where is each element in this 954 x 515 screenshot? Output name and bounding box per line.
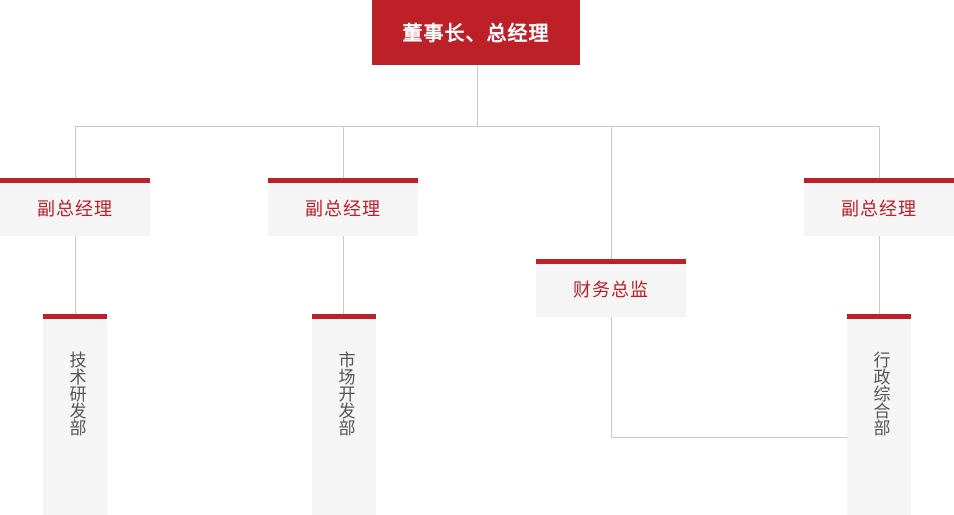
node-cfo[interactable]: 财务总监 (536, 259, 686, 317)
connector-bus-to-deputy-gm-3 (879, 126, 880, 178)
node-deputy-gm-3[interactable]: 副总经理 (804, 178, 954, 236)
node-dept-admin[interactable]: 行政综合部 (847, 314, 911, 515)
node-dept-rd[interactable]: 技术研发部 (43, 314, 107, 515)
connector-deputy-gm-1-to-dept-rd (75, 236, 76, 314)
connector-chairman-trunk (477, 65, 478, 126)
connector-bus-to-deputy-gm-1 (75, 126, 76, 178)
connector-bus-to-deputy-gm-2 (343, 126, 344, 178)
connector-deputy-gm-3-to-dept-admin (879, 236, 880, 314)
connector-cfo-elbow-vertical (611, 317, 612, 437)
node-cfo-label: 财务总监 (573, 279, 649, 301)
node-dept-admin-label: 行政综合部 (869, 351, 890, 436)
node-chairman[interactable]: 董事长、总经理 (372, 0, 580, 65)
node-deputy-gm-1-label: 副总经理 (37, 198, 113, 220)
node-dept-market[interactable]: 市场开发部 (312, 314, 376, 515)
node-deputy-gm-2-label: 副总经理 (305, 198, 381, 220)
connector-bus-to-cfo (611, 126, 612, 259)
node-deputy-gm-3-label: 副总经理 (841, 198, 917, 220)
node-chairman-label: 董事长、总经理 (402, 20, 550, 45)
node-dept-rd-label: 技术研发部 (65, 351, 86, 436)
node-deputy-gm-1[interactable]: 副总经理 (0, 178, 150, 236)
connector-cfo-elbow-horizontal (611, 437, 851, 438)
node-dept-market-label: 市场开发部 (334, 351, 355, 436)
node-deputy-gm-2[interactable]: 副总经理 (268, 178, 418, 236)
connector-level2-bus (75, 126, 880, 127)
connector-deputy-gm-2-to-dept-market (343, 236, 344, 314)
